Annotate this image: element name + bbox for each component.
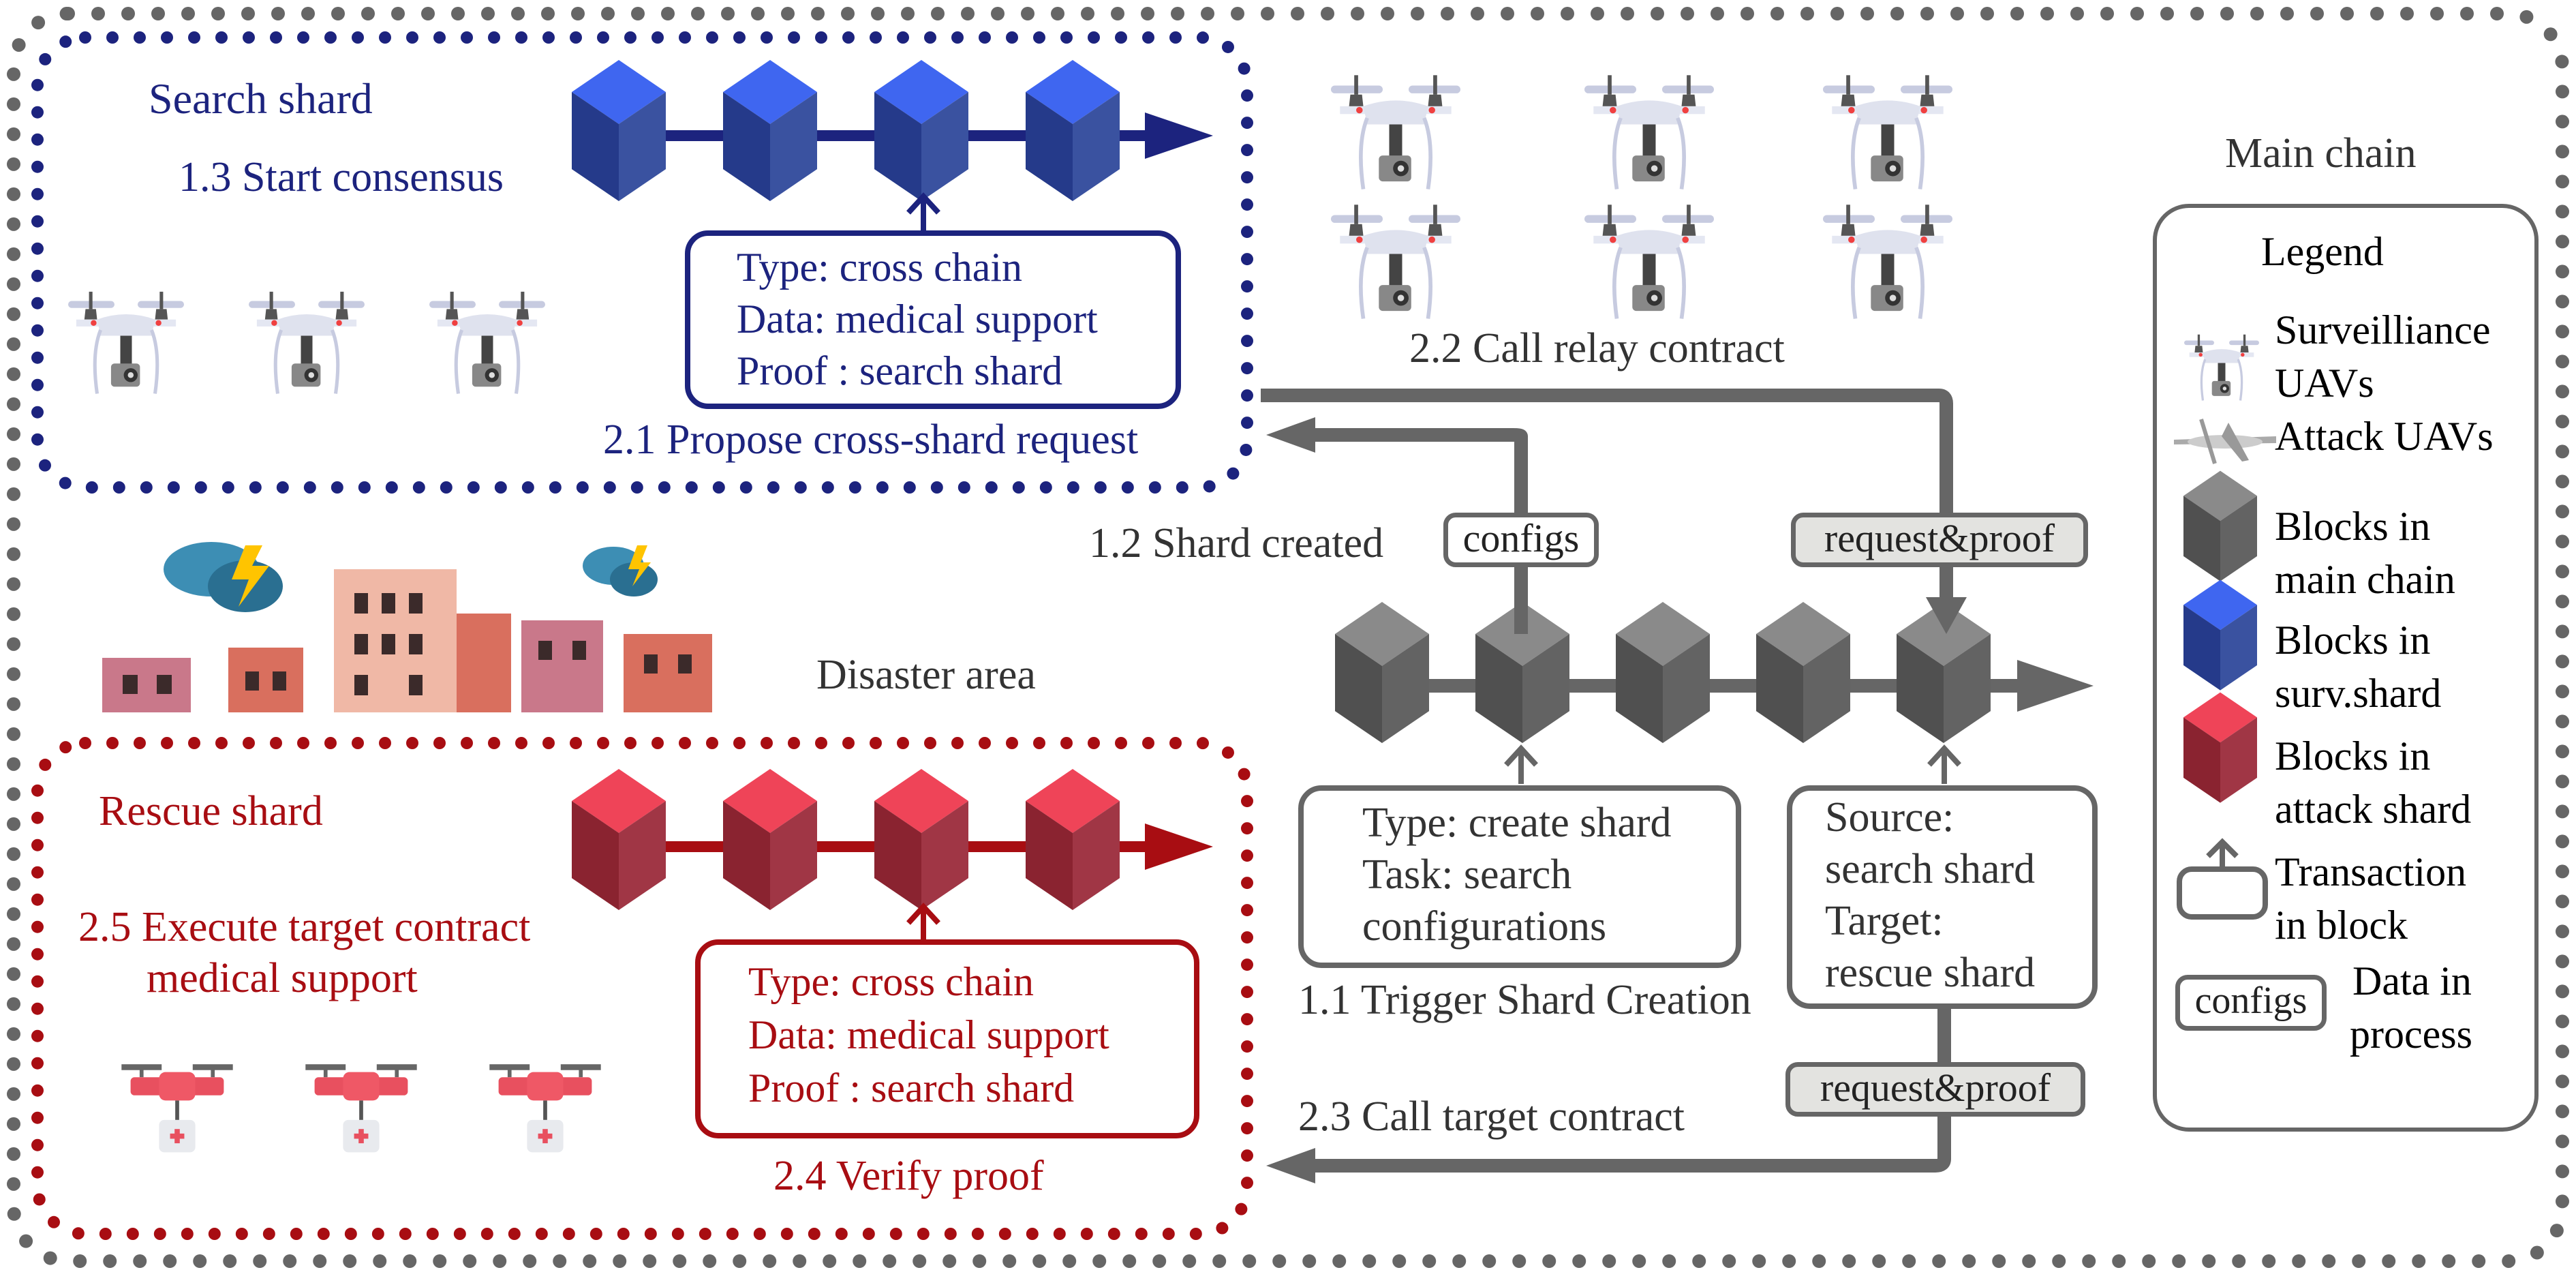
tx-source-value: search shard — [1825, 846, 2036, 892]
tx-type: Type: cross chain — [737, 245, 1023, 290]
legend-label-attack-block-2: attack shard — [2275, 787, 2472, 832]
tx-target-label: Target: — [1825, 898, 1944, 944]
tx-type: Type: create shard — [1362, 800, 1672, 846]
chain-arrowhead-icon — [2017, 660, 2094, 712]
rescue-transaction-box[interactable]: Type: cross chain Data: medical support … — [695, 939, 1199, 1138]
request-proof-tag-top: request&proof — [1791, 513, 2088, 567]
storm-cloud-icon — [583, 545, 658, 596]
step-propose-request: 2.1 Propose cross-shard request — [603, 417, 1139, 463]
legend-label-main-block-2: main chain — [2275, 557, 2455, 602]
step-call-target: 2.3 Call target contract — [1298, 1093, 1685, 1140]
legend-label-attack: Attack UAVs — [2275, 414, 2494, 459]
search-shard-block — [723, 60, 817, 202]
tx-proof: Proof : search shard — [748, 1065, 1075, 1110]
step-execute-detail: medical support — [147, 955, 418, 1001]
rescue-uavs — [121, 1064, 601, 1153]
chain-arrowhead-icon — [1145, 823, 1213, 870]
tx-proof: Proof : search shard — [737, 348, 1063, 393]
rescue-shard-block — [723, 769, 817, 911]
search-shard-block — [572, 60, 666, 202]
arrowhead-left-icon — [1266, 1148, 1315, 1183]
legend-title: Legend — [2261, 229, 2384, 274]
create-shard-transaction-box[interactable]: Type: create shard Task: search configur… — [1298, 785, 1741, 968]
main-chain-block — [1897, 602, 1991, 744]
step-call-relay: 2.2 Call relay contract — [1409, 325, 1785, 372]
cross-shard-transaction-box[interactable]: Source: search shard Target: rescue shar… — [1787, 785, 2098, 1009]
search-shard-block — [874, 60, 968, 202]
step-trigger-shard-creation: 1.1 Trigger Shard Creation — [1298, 977, 1751, 1023]
tx-data: Data: medical support — [748, 1012, 1109, 1057]
disaster-area-label: Disaster area — [816, 652, 1036, 698]
surv-shard-block-icon — [2183, 579, 2257, 691]
main-chain-border — [7, 7, 2569, 1268]
attack-shard-block-icon — [2183, 692, 2257, 803]
legend-label-surv-block-2: surv.shard — [2275, 671, 2442, 716]
legend-label-transaction-2: in block — [2275, 903, 2408, 948]
legend-label-surveillance-2: UAVs — [2275, 361, 2374, 406]
step-execute-target: 2.5 Execute target contract — [78, 904, 531, 950]
legend-label-surv-block: Blocks in — [2275, 618, 2431, 663]
legend-label-data: Data in — [2352, 958, 2472, 1003]
step-verify-proof: 2.4 Verify proof — [773, 1153, 1044, 1199]
search-shard-chain — [572, 60, 1213, 232]
data-tag-icon: configs — [2175, 975, 2327, 1031]
disaster-area-illustration — [102, 542, 712, 712]
legend-label-surveillance: Surveilliance — [2275, 307, 2491, 352]
search-shard-block — [1026, 60, 1120, 202]
legend-icons — [2174, 333, 2276, 920]
flow-arrows — [1261, 389, 1953, 1173]
step-start-consensus: 1.3 Start consensus — [179, 154, 504, 200]
tx-target-value: rescue shard — [1825, 950, 2036, 996]
tx-type: Type: cross chain — [748, 959, 1034, 1004]
legend-label-data-2: process — [2350, 1012, 2472, 1057]
legend-label-transaction: Transaction — [2275, 849, 2467, 894]
arrowhead-left-icon — [1266, 417, 1315, 453]
step-shard-created: 1.2 Shard created — [1089, 520, 1384, 566]
storm-cloud-icon — [164, 542, 283, 612]
main-chain-block-icon — [2183, 470, 2257, 581]
rescue-shard-chain — [572, 769, 1213, 941]
tx-task: Task: search — [1362, 851, 1572, 898]
main-chain-block — [1756, 602, 1850, 744]
request-proof-tag-bottom: request&proof — [1785, 1062, 2085, 1117]
surveillance-uav-fleet — [1331, 75, 1952, 318]
chain-arrowhead-icon — [1145, 112, 1213, 159]
target-contract-arrow — [1315, 1006, 1951, 1173]
main-chain-block — [1475, 602, 1569, 744]
main-chain-block — [1616, 602, 1710, 744]
tx-data: Data: medical support — [737, 297, 1098, 342]
rescue-shard-block — [572, 769, 666, 911]
tx-task-value: configurations — [1362, 903, 1607, 950]
attack-uav-icon — [2174, 419, 2276, 464]
main-chain-block — [1335, 602, 1429, 744]
main-chain-title: Main chain — [2225, 130, 2417, 177]
rescue-shard-block — [1026, 769, 1120, 911]
configs-tag: configs — [1443, 513, 1599, 567]
search-transaction-box[interactable]: Type: cross chain Data: medical support … — [685, 230, 1181, 409]
search-shard-uavs — [68, 292, 545, 394]
rescue-shard-title: Rescue shard — [99, 788, 323, 834]
rescue-shard-border — [31, 737, 1253, 1240]
search-shard-title: Search shard — [149, 74, 373, 123]
legend-label-main-block: Blocks in — [2275, 504, 2431, 549]
search-shard-border — [31, 31, 1253, 494]
arrowhead-down-icon — [1926, 597, 1967, 634]
rescue-shard-block — [874, 769, 968, 911]
shard-created-arrow — [1315, 428, 1528, 634]
relay-contract-arrow — [1261, 389, 1953, 600]
tx-source-label: Source: — [1825, 794, 1954, 841]
transaction-icon — [2177, 838, 2268, 920]
main-chain — [1335, 602, 2094, 784]
legend-label-attack-block: Blocks in — [2275, 734, 2431, 778]
